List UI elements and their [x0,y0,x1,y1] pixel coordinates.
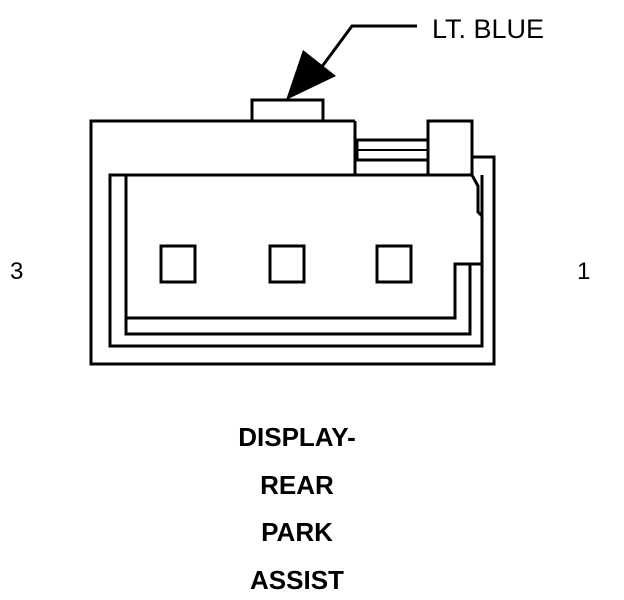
wire-color-arrowhead [286,50,336,100]
title-line: REAR [260,470,334,500]
pin-cavity-3 [159,244,197,284]
locking-tab [250,98,325,123]
wire-color-label: LT. BLUE [432,14,544,44]
title-line: PARK [261,517,333,547]
pin-cavity-1 [375,244,413,284]
wire-color-leader-line [316,24,417,73]
connector-title: DISPLAY- REAR PARK ASSIST [238,422,356,595]
pin-label-3: 3 [10,258,23,285]
title-line: ASSIST [250,565,344,595]
pin-label-1: 1 [577,258,590,285]
latch-block [426,119,474,177]
connector-housing-outline [89,119,496,366]
pin-cavity-2 [268,244,306,284]
title-line: DISPLAY- [238,422,356,452]
